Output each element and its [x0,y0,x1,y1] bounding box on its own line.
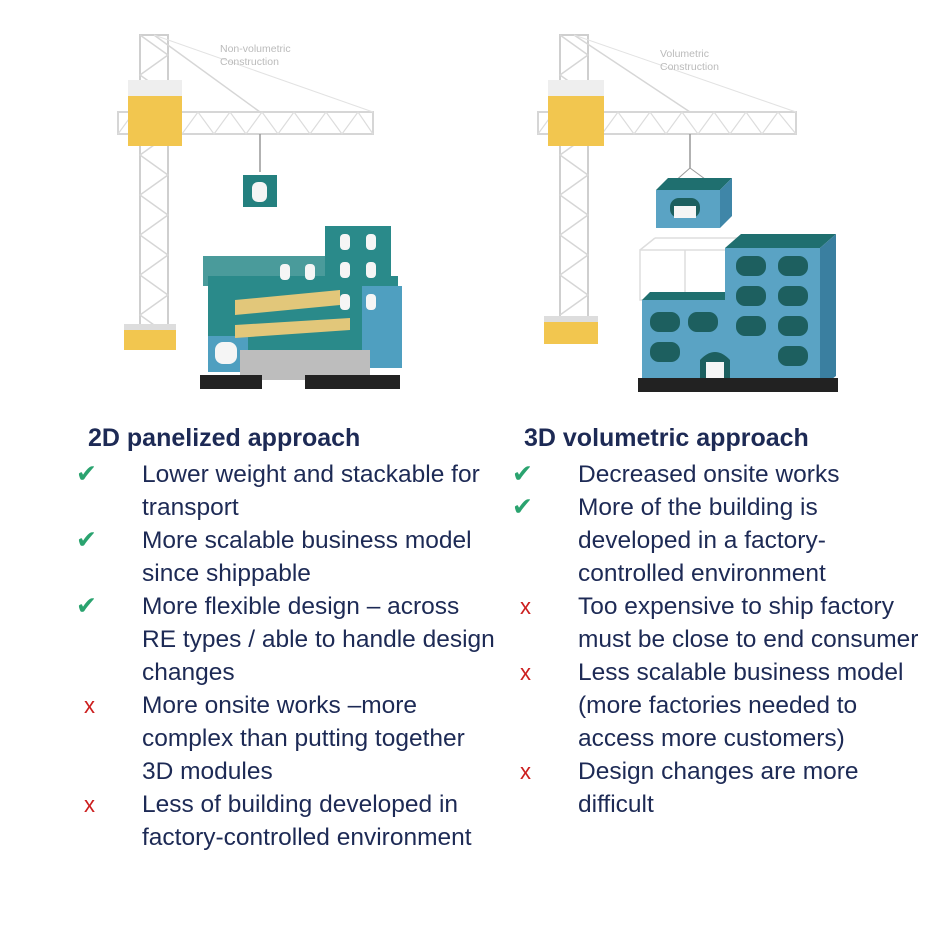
volumetric-construction-illustration: Volumetric Construction [537,34,838,392]
list-item: x Less of building developed in factory-… [76,788,496,854]
cross-icon: x [520,759,531,784]
list-item: ✔ Lower weight and stackable for transpo… [76,458,496,524]
hanging-module-icon [656,178,732,228]
list-item: ✔ More flexible design – across RE types… [76,590,496,689]
check-icon: ✔ [76,460,97,488]
list-item: x Less scalable business model (more fac… [512,656,932,755]
cross-icon: x [84,693,95,718]
list-item-text: Decreased onsite works [578,461,840,488]
crane-icon [537,34,797,344]
panelized-approach-section: 2D panelized approach ✔ Lower weight and… [76,422,496,854]
list-item: ✔ More scalable business model since shi… [76,524,496,590]
list-item: ✔ More of the building is developed in a… [512,491,932,590]
section-title: 3D volumetric approach [524,424,809,452]
crane-icon [117,34,374,350]
list-item-text: Less of building developed in factory-co… [142,791,472,851]
cross-icon: x [520,660,531,685]
non-volumetric-construction-illustration: Non-volumetric Construction [117,34,402,389]
volumetric-approach-section: 3D volumetric approach ✔ Decreased onsit… [512,422,932,821]
list-item-text: Too expensive to ship factory must be cl… [578,593,919,653]
cross-icon: x [84,792,95,817]
illustration-label-line1: Non-volumetric [220,43,291,55]
panel-building-icon [200,226,402,389]
list-item-text: More of the building is developed in a f… [578,494,826,587]
illustration-label-line2: Construction [220,56,279,68]
check-icon: ✔ [512,460,533,488]
list-item: x Too expensive to ship factory must be … [512,590,932,656]
module-building-icon [638,234,838,392]
check-icon: ✔ [76,592,97,620]
list-item-text: More scalable business model since shipp… [142,527,472,587]
list-item-text: More onsite works –more complex than put… [142,692,465,785]
list-item-text: More flexible design – across RE types /… [142,593,495,686]
list-item: x More onsite works –more complex than p… [76,689,496,788]
list-item-text: Lower weight and stackable for transport [142,461,480,521]
illustration-label-line1: Volumetric [660,48,709,60]
list-item-text: Design changes are more difficult [578,758,859,818]
check-icon: ✔ [76,526,97,554]
cross-icon: x [520,594,531,619]
hanging-panel-icon [243,175,277,207]
list-item: ✔ Decreased onsite works [512,458,932,491]
check-icon: ✔ [512,493,533,521]
list-item-text: Less scalable business model (more facto… [578,659,904,752]
section-title: 2D panelized approach [88,424,361,452]
illustration-label-line2: Construction [660,61,719,73]
list-item: x Design changes are more difficult [512,755,932,821]
